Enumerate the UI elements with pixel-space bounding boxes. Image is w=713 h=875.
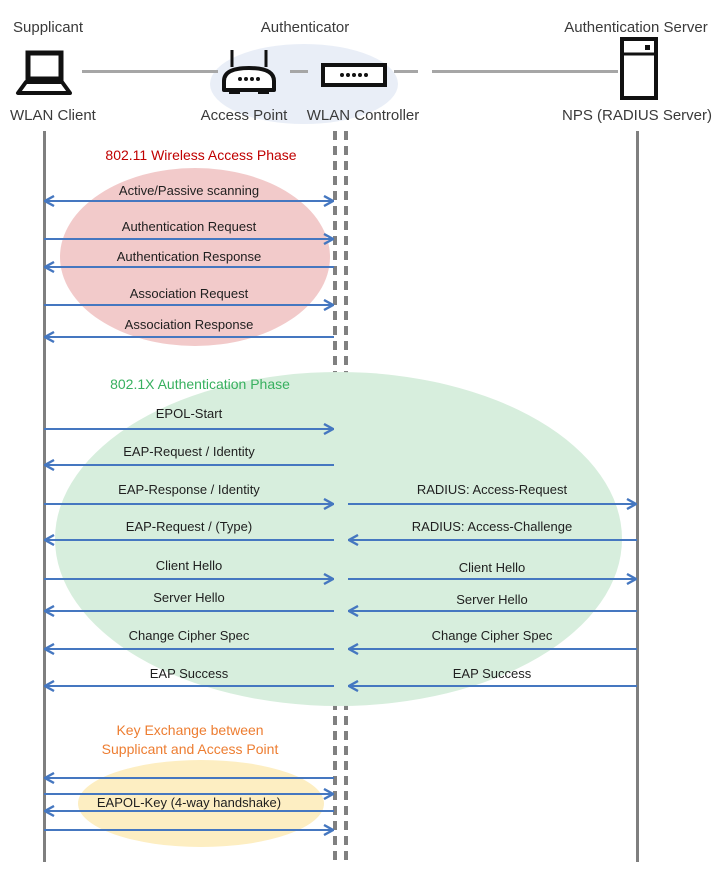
message-label: Server Hello	[153, 590, 225, 605]
message-arrow	[44, 298, 336, 312]
phase-ellipse-80211	[60, 168, 330, 346]
connector-line	[290, 70, 308, 73]
message-arrow	[42, 604, 334, 618]
connector-line	[82, 70, 218, 73]
phase-title-8021x: 802.1X Authentication Phase	[110, 376, 290, 392]
message-label: Authentication Request	[121, 219, 257, 234]
message-label: EAPOL-Key (4-way handshake)	[96, 795, 282, 810]
phase-title-key-exchange: Key Exchange between Supplicant and Acce…	[102, 721, 279, 759]
message-label: Active/Passive scanning	[118, 183, 260, 198]
message-arrow	[346, 604, 637, 618]
role-label-supplicant: Supplicant	[13, 19, 84, 36]
phase-title-80211: 802.11 Wireless Access Phase	[105, 147, 297, 163]
message-label: Client Hello	[155, 558, 223, 573]
message-label: Association Request	[129, 286, 249, 301]
message-label: Server Hello	[456, 592, 528, 607]
message-arrow	[348, 572, 639, 586]
node-label-wlan-controller: WLAN Controller	[306, 107, 420, 124]
message-arrow	[44, 823, 336, 837]
message-label: RADIUS: Access-Request	[416, 482, 568, 497]
message-label: Change Cipher Spec	[431, 628, 553, 643]
message-arrow	[346, 679, 637, 693]
message-arrow	[42, 771, 334, 785]
message-arrow	[346, 533, 637, 547]
message-arrow	[42, 804, 334, 818]
message-arrow	[42, 330, 334, 344]
message-label: Authentication Response	[116, 249, 262, 264]
message-label: Client Hello	[458, 560, 526, 575]
connector-line	[432, 70, 618, 73]
message-arrow	[346, 642, 637, 656]
lifeline-nps-server	[636, 131, 639, 862]
node-label-access-point: Access Point	[200, 107, 288, 124]
role-label-authentication-server: Authentication Server	[564, 19, 708, 36]
message-label: EAP-Request / (Type)	[125, 519, 253, 534]
message-arrow	[44, 497, 336, 511]
phase-title-key-exchange-line2: Supplicant and Access Point	[101, 741, 279, 757]
message-arrow	[42, 458, 334, 472]
laptop-icon	[16, 50, 72, 95]
message-arrow	[42, 260, 334, 274]
server-icon	[620, 37, 658, 100]
message-arrow	[42, 642, 334, 656]
message-label: EAP Success	[149, 666, 229, 681]
message-arrow	[44, 787, 336, 801]
message-arrow	[42, 533, 334, 547]
message-label: EAP-Request / Identity	[123, 444, 255, 459]
message-label: EPOL-Start	[155, 406, 223, 421]
wlan-controller-icon	[321, 63, 387, 87]
message-label: EAP-Response / Identity	[118, 482, 260, 497]
message-label: RADIUS: Access-Challenge	[411, 519, 573, 534]
message-arrow	[44, 422, 336, 436]
message-arrow	[348, 497, 639, 511]
connector-line	[394, 70, 418, 73]
message-label: Association Response	[124, 317, 254, 332]
phase-title-key-exchange-line1: Key Exchange between	[116, 722, 264, 738]
access-point-icon	[222, 50, 276, 94]
node-label-wlan-client: WLAN Client	[10, 107, 96, 124]
message-label: EAP Success	[452, 666, 532, 681]
message-arrow	[42, 194, 336, 208]
lifeline-wlan-client	[43, 131, 46, 862]
role-label-authenticator: Authenticator	[260, 19, 350, 36]
message-arrow	[44, 232, 336, 246]
node-label-nps-server: NPS (RADIUS Server)	[561, 107, 713, 124]
message-arrow	[44, 572, 336, 586]
phase-ellipse-key-exchange	[78, 760, 324, 847]
message-arrow	[42, 679, 334, 693]
message-label: Change Cipher Spec	[128, 628, 250, 643]
